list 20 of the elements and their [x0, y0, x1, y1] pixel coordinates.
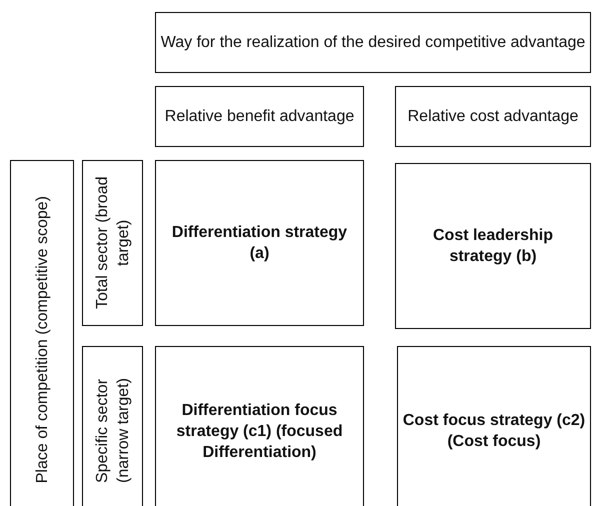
cell-text: Specific sector (narrow target) [92, 378, 132, 486]
strategy-box [155, 160, 364, 326]
cell-text: Way for the realization of the desired competitive advantage [160, 33, 586, 53]
cell-text: Differentiation strategy (a) [170, 223, 348, 264]
strategy-box [155, 346, 364, 506]
cell-text: Differentiation focus strategy (c1) (focused Differentiation) [175, 400, 344, 462]
cell-text: Relative benefit advantage [164, 107, 354, 127]
row-header-box [82, 160, 143, 326]
strategy-box [395, 163, 591, 329]
row-group-header-box [10, 160, 74, 506]
heading-box [155, 12, 591, 73]
cell-text: Cost leadership strategy (b) [432, 226, 554, 267]
cell-text: Cost focus strategy (c2) (Cost focus) [402, 411, 586, 452]
cell-text: Total sector (broad target) [92, 176, 132, 312]
row-header-box [82, 346, 143, 506]
column-header-box [395, 86, 591, 147]
column-header-box [155, 86, 364, 147]
cell-text: Place of competition (competitive scope) [32, 196, 52, 484]
cell-text: Relative cost advantage [408, 107, 578, 127]
strategy-box [397, 346, 591, 506]
